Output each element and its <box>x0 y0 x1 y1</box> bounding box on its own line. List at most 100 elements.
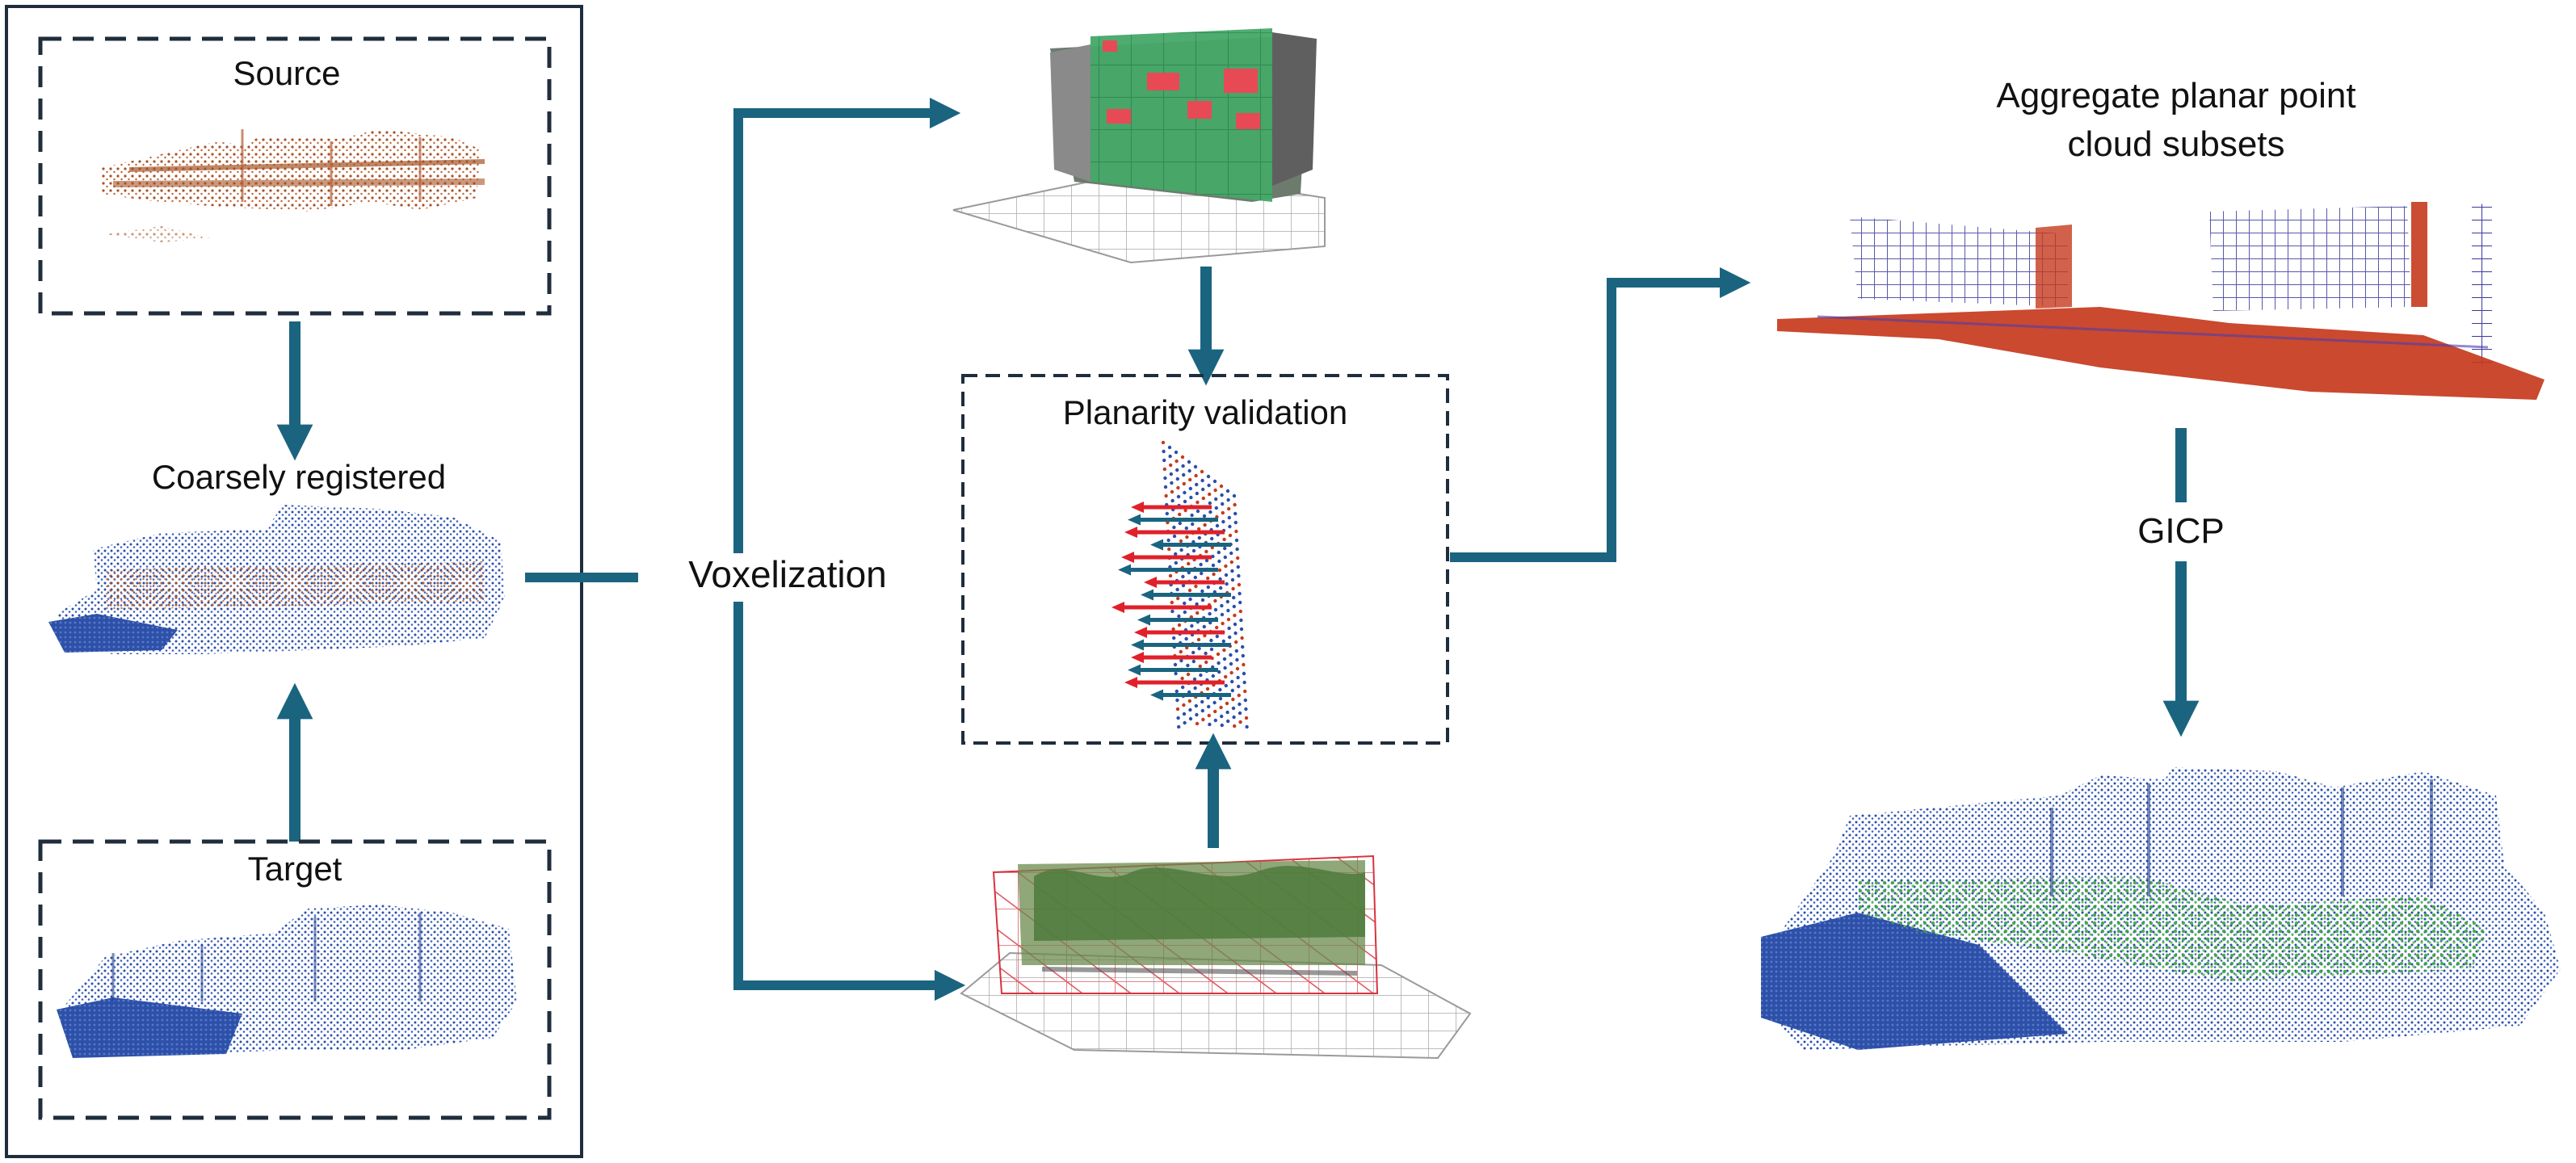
plane-point <box>1217 568 1222 573</box>
plane-point <box>1220 493 1224 498</box>
plane-point <box>1233 724 1237 728</box>
building-voxel-image <box>952 28 1326 264</box>
plane-point <box>1162 467 1167 472</box>
plane-point <box>1180 676 1184 681</box>
plane-point <box>1187 699 1192 703</box>
plane-point <box>1179 539 1183 544</box>
plane-point <box>1203 633 1207 638</box>
plane-point <box>1188 486 1193 491</box>
plane-point <box>1197 535 1202 540</box>
plane-point <box>1211 674 1216 678</box>
gicp-label: GICP <box>2137 511 2225 551</box>
plane-point <box>1226 617 1231 622</box>
plane-point <box>1205 686 1210 691</box>
plane-point <box>1243 689 1247 694</box>
plane-point <box>1227 515 1232 520</box>
plane-point <box>1220 723 1225 728</box>
plane-point <box>1163 476 1167 481</box>
normal-arrow <box>1131 502 1212 513</box>
plane-point <box>1198 664 1203 669</box>
plane-point <box>1210 536 1214 541</box>
plane-point <box>1229 661 1233 666</box>
plane-point <box>1190 513 1194 518</box>
normal-arrow <box>1144 577 1225 588</box>
plane-point <box>1175 707 1180 712</box>
plane-point <box>1220 714 1224 719</box>
plane-point <box>1187 460 1191 464</box>
plane-point <box>1188 477 1192 482</box>
plane-point <box>1169 463 1173 468</box>
plane-point <box>1232 715 1236 720</box>
plane-point <box>1241 644 1245 649</box>
plane-point <box>1166 538 1170 543</box>
source-panel: Source <box>38 36 552 316</box>
plane-point <box>1163 485 1168 489</box>
plane-point <box>1219 484 1224 489</box>
plane-point <box>1195 602 1199 607</box>
plane-point <box>1226 719 1230 724</box>
plane-point <box>1233 631 1238 636</box>
plane-point <box>1227 626 1231 631</box>
plane-point <box>1239 618 1243 623</box>
plane-point <box>1201 487 1205 492</box>
plane-point <box>1238 711 1242 716</box>
plane-point <box>1199 562 1203 567</box>
coarse-registered-point-cloud <box>48 505 505 654</box>
plane-normal-visualization <box>1112 440 1249 729</box>
plane-point <box>1170 609 1175 614</box>
plane-point <box>1177 623 1182 628</box>
plane-point <box>1176 596 1180 601</box>
plane-point <box>1185 535 1189 540</box>
plane-point <box>1196 611 1200 615</box>
plane-point <box>1194 703 1199 708</box>
plane-point <box>1178 521 1183 526</box>
plane-point <box>1188 707 1192 712</box>
plane-point <box>1201 717 1205 722</box>
plane-point <box>1224 564 1228 569</box>
plane-point <box>1229 653 1233 657</box>
target-panel: Target <box>38 839 552 1120</box>
plane-point <box>1200 469 1204 474</box>
plane-point <box>1235 666 1240 671</box>
plane-point <box>1206 474 1211 479</box>
plane-point <box>1194 584 1198 589</box>
plane-point <box>1181 583 1186 588</box>
plane-point <box>1191 650 1196 655</box>
plane-point <box>1195 721 1200 726</box>
planarity-validation-label: Planarity validation <box>1063 393 1348 431</box>
plane-point <box>1236 675 1240 680</box>
plane-point <box>1174 450 1179 455</box>
plane-point <box>1223 665 1227 670</box>
plane-point <box>1176 485 1180 490</box>
voxelization-label: Voxelization <box>688 553 887 595</box>
plane-point <box>1230 577 1235 582</box>
plane-point <box>1234 649 1239 653</box>
plane-point <box>1178 512 1182 517</box>
plane-point <box>1220 612 1225 617</box>
plane-point <box>1187 468 1191 473</box>
plane-point <box>1183 720 1187 725</box>
plane-point <box>1223 555 1228 560</box>
plane-point <box>1225 582 1229 586</box>
plane-point <box>1196 500 1200 505</box>
target-point-cloud <box>57 905 517 1058</box>
plane-point <box>1242 680 1246 685</box>
plane-point <box>1207 483 1211 488</box>
final-registered-point-cloud <box>1761 767 2561 1050</box>
plane-point <box>1233 622 1238 627</box>
plane-point <box>1225 489 1230 493</box>
plane-point <box>1169 472 1174 477</box>
plane-point <box>1207 713 1212 718</box>
plane-point <box>1214 506 1219 510</box>
plane-point <box>1212 700 1217 705</box>
aggregate-label-line1: Aggregate planar point <box>1996 76 2355 115</box>
plane-point <box>1233 613 1237 618</box>
source-dashed-box <box>38 36 552 316</box>
plane-point <box>1232 604 1237 609</box>
plane-point <box>1167 445 1172 450</box>
plane-point <box>1228 533 1233 538</box>
plane-point <box>1212 479 1217 484</box>
plane-point <box>1233 520 1238 525</box>
plane-point <box>1221 639 1226 644</box>
plane-point <box>1182 481 1187 486</box>
